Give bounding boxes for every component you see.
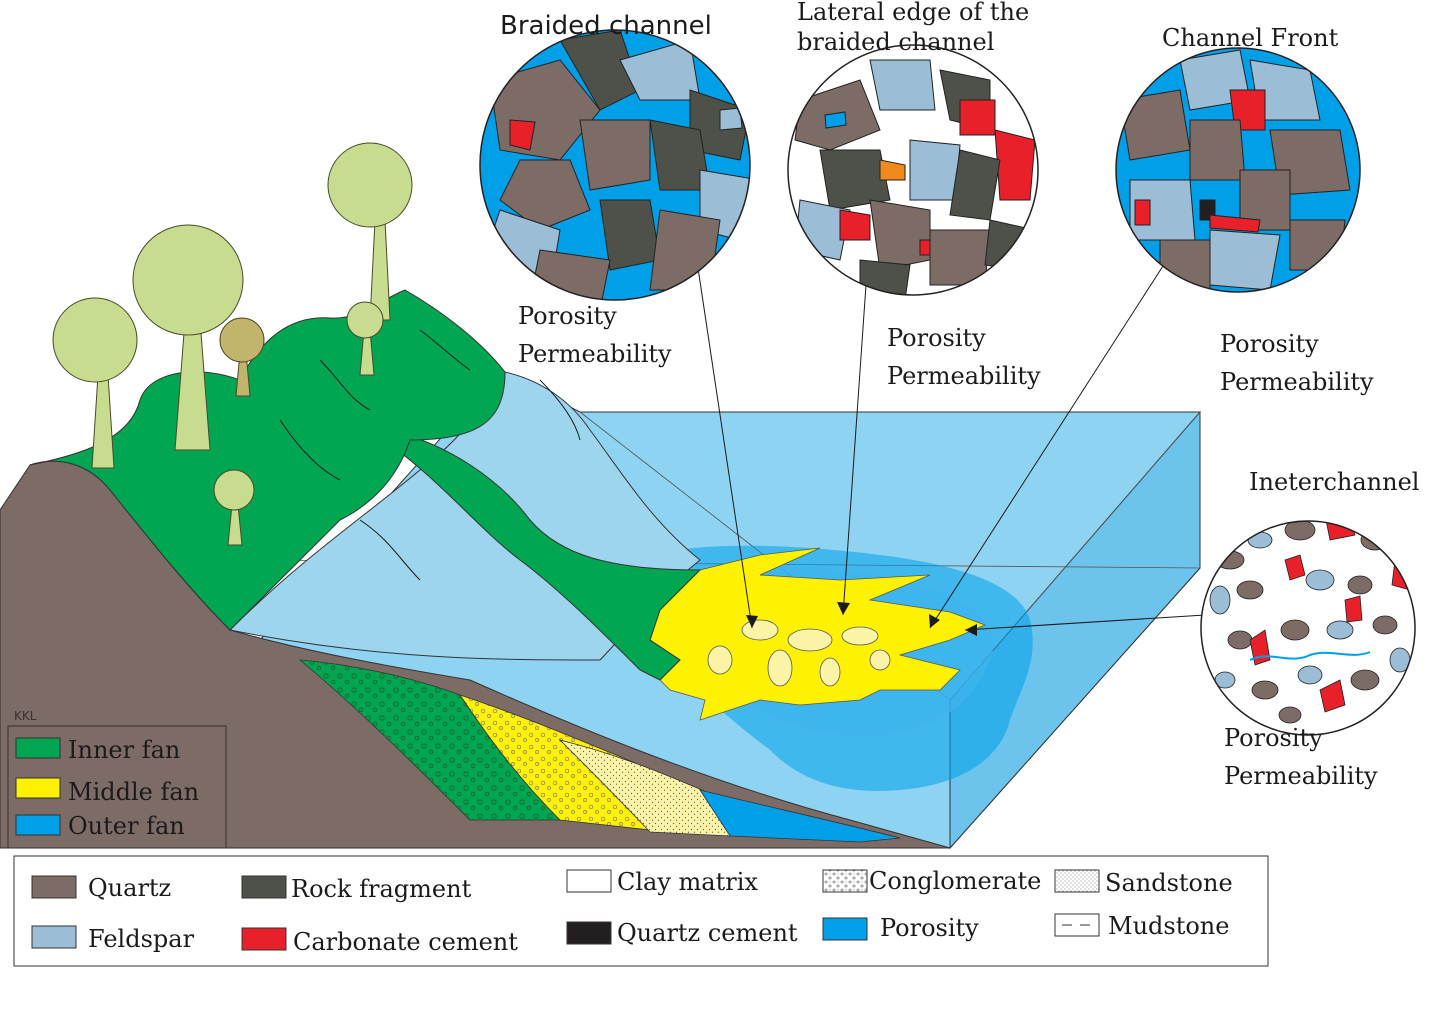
quartz-cement-swatch [566, 921, 612, 945]
clay-matrix-swatch [566, 869, 612, 893]
lateral-edge-porosity: Porosity [887, 324, 986, 352]
braided-channel-permeability: Permeability [518, 340, 672, 368]
quartz-swatch [31, 875, 77, 899]
rock-fragment-label: Rock fragment [291, 875, 472, 903]
quartz-cement-label: Quartz cement [617, 919, 798, 947]
braided-channel-porosity: Porosity [518, 302, 617, 330]
clay-matrix-label: Clay matrix [617, 868, 758, 896]
thin-section-lateral-edge [787, 44, 1039, 296]
feldspar-swatch [31, 925, 77, 949]
interchannel-permeability: Permeability [1224, 762, 1378, 790]
thin-section-braided-channel [479, 29, 751, 301]
trees [52, 142, 413, 546]
porosity-swatch [822, 917, 868, 941]
carbonate-cement-label: Carbonate cement [293, 928, 518, 956]
braided-channel-title: Braided channel [500, 11, 712, 41]
middle-fan-swatch [15, 777, 61, 799]
mudstone-label: Mudstone [1108, 912, 1229, 940]
conglomerate-swatch [822, 869, 868, 893]
inner-fan-label: Inner fan [68, 736, 180, 764]
middle-fan-label: Middle fan [68, 778, 199, 806]
porosity-legend-label: Porosity [880, 914, 979, 942]
thin-section-channel-front [1115, 47, 1361, 293]
mudstone-swatch [1054, 913, 1100, 937]
lateral-edge-permeability: Permeability [887, 362, 1041, 390]
channel-front-porosity: Porosity [1220, 330, 1319, 358]
lateral-edge-title-line1: Lateral edge of the [797, 0, 1029, 26]
conglomerate-label: Conglomerate [869, 867, 1041, 895]
sandstone-label: Sandstone [1105, 869, 1233, 897]
outer-fan-swatch [15, 814, 61, 836]
carbonate-cement-swatch [241, 927, 287, 951]
rock-fragment-swatch [241, 875, 287, 899]
landscape-block [0, 142, 1206, 850]
interchannel-title: Ineterchannel [1249, 468, 1419, 496]
thin-section-interchannel [1200, 520, 1416, 736]
quartz-label: Quartz [88, 874, 171, 902]
channel-front-title: Channel Front [1162, 24, 1339, 52]
inner-fan-swatch [15, 737, 61, 759]
fan-legend: KKL Inner fan Middle fan Outer fan [7, 709, 227, 849]
lateral-edge-title-line2: braided channel [797, 28, 994, 56]
interchannel-porosity: Porosity [1224, 724, 1323, 752]
feldspar-label: Feldspar [88, 925, 195, 953]
fan-legend-tag: KKL [14, 709, 37, 723]
outer-fan-label: Outer fan [68, 812, 185, 840]
section-outer [699, 789, 901, 843]
inner-fan-channel [389, 429, 702, 681]
sandstone-swatch [1054, 869, 1100, 893]
channel-front-permeability: Permeability [1220, 368, 1374, 396]
material-legend: Quartz Feldspar Rock fragment Carbonate … [13, 855, 1269, 967]
